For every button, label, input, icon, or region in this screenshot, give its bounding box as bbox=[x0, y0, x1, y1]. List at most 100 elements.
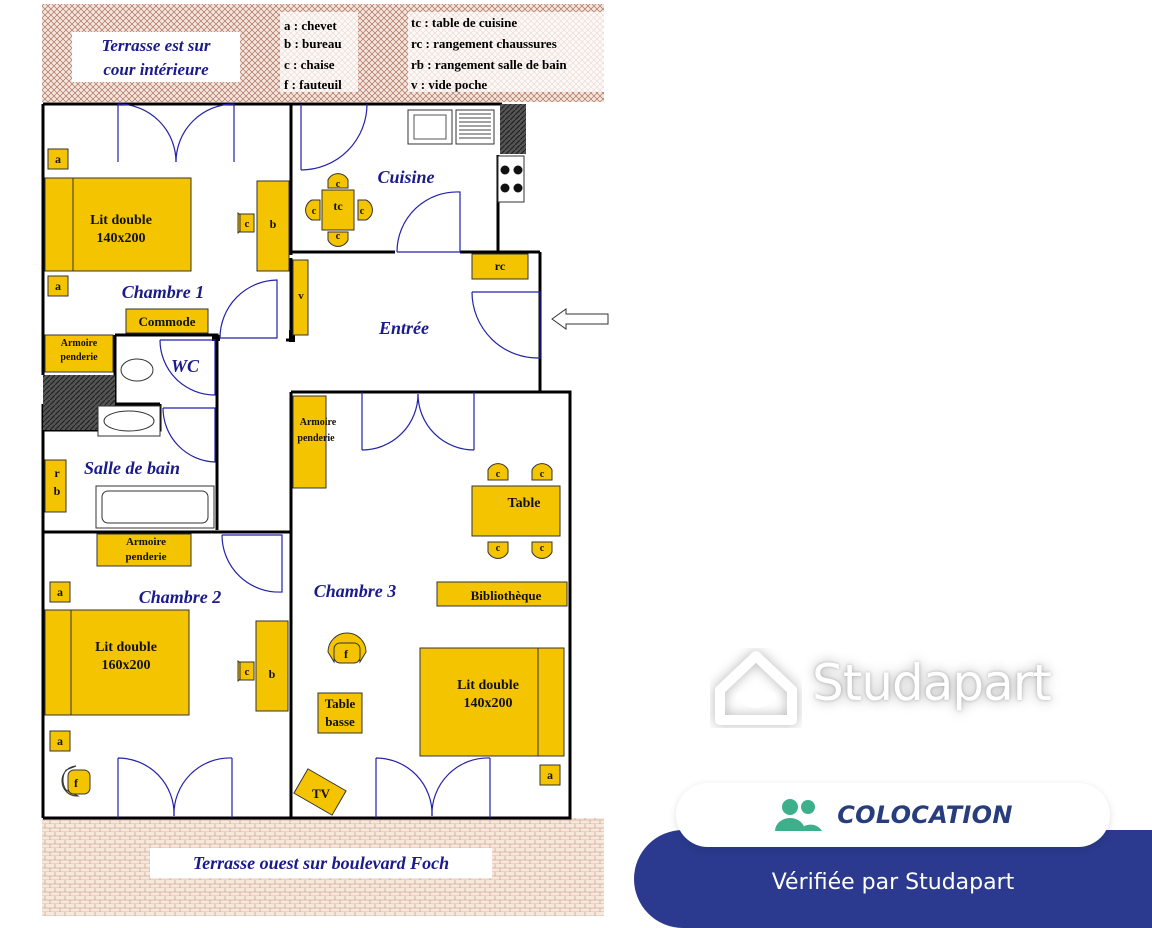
shoe-storage-label: rc bbox=[495, 259, 506, 273]
room-label-chambre-3: Chambre 3 bbox=[314, 581, 397, 601]
studapart-brand: Studapart bbox=[706, 646, 1086, 736]
doors bbox=[117, 103, 541, 818]
coffee-table-label-1: Table bbox=[325, 696, 356, 711]
chair-label: c bbox=[336, 179, 341, 190]
coffee-table-label-2: basse bbox=[325, 714, 355, 729]
wardrobe bbox=[96, 533, 192, 567]
legend-b: b : bureau bbox=[284, 36, 342, 51]
chair-label: c bbox=[540, 543, 545, 554]
users-icon bbox=[775, 799, 823, 831]
nightstand-label: a bbox=[55, 279, 61, 293]
wall-block bbox=[500, 104, 526, 154]
chair-label: c bbox=[360, 206, 365, 217]
armchair-label: f bbox=[74, 776, 79, 790]
commode bbox=[125, 308, 209, 334]
chair-label: c bbox=[496, 469, 501, 480]
wardrobe bbox=[292, 395, 327, 489]
armchair-label: f bbox=[344, 647, 349, 661]
chair-label: c bbox=[245, 666, 250, 678]
nightstand-label: a bbox=[57, 734, 63, 748]
room-label-cuisine: Cuisine bbox=[377, 167, 434, 187]
terrace-top-line2: cour intérieure bbox=[103, 60, 209, 79]
terrace-top-label-box bbox=[72, 32, 240, 82]
wall-block bbox=[289, 330, 295, 342]
house-smile-icon bbox=[715, 651, 797, 725]
nightstand bbox=[49, 581, 71, 603]
dining-table-label: Table bbox=[508, 496, 541, 511]
dining-table bbox=[471, 485, 561, 537]
chair-label: c bbox=[336, 231, 341, 242]
legend-f: f : fauteuil bbox=[284, 77, 342, 92]
desk bbox=[255, 620, 289, 712]
wardrobe-label-1: Armoire bbox=[61, 338, 98, 349]
bed-chambre-1-label-1: Lit double bbox=[90, 213, 152, 228]
toilet bbox=[120, 358, 154, 382]
colocation-badge: COLOCATION bbox=[676, 783, 1110, 847]
bathtub-inner bbox=[101, 490, 209, 524]
bed-chambre-2-label-2: 160x200 bbox=[102, 658, 151, 673]
room-label-wc: WC bbox=[171, 356, 200, 376]
legend-rb: rb : rangement salle de bain bbox=[411, 57, 567, 72]
legend-c: c : chaise bbox=[284, 57, 335, 72]
verified-text: Vérifiée par Studapart bbox=[771, 870, 1015, 895]
wardrobe-label-2: penderie bbox=[60, 352, 98, 363]
furniture bbox=[44, 148, 568, 816]
nightstand bbox=[539, 764, 561, 786]
nightstand bbox=[49, 730, 71, 752]
chair-label: c bbox=[245, 218, 250, 230]
chair-label: c bbox=[312, 206, 317, 217]
tv-label: TV bbox=[312, 786, 331, 801]
brand-name: Studapart bbox=[812, 654, 1052, 712]
bathroom-storage bbox=[44, 459, 67, 513]
colocation-label: COLOCATION bbox=[837, 801, 1013, 829]
kitchen-fixtures bbox=[407, 109, 525, 203]
desk-label: b bbox=[269, 667, 276, 681]
wardrobe-label-2: penderie bbox=[297, 433, 335, 444]
entry-arrow-icon bbox=[551, 308, 609, 330]
kitchen-table-label: tc bbox=[333, 199, 343, 213]
room-label-salle-de-bain: Salle de bain bbox=[84, 458, 180, 478]
terrace-bottom-label-box bbox=[150, 848, 492, 878]
nightstand-label: a bbox=[57, 585, 63, 599]
floor-plan: Terrasse est sur cour intérieure a : che… bbox=[41, 4, 609, 916]
nightstand bbox=[47, 148, 69, 170]
terrace-bottom-label: Terrasse ouest sur boulevard Foch bbox=[193, 853, 449, 873]
sink-basin bbox=[103, 410, 155, 432]
nightstand-label: a bbox=[547, 768, 553, 782]
tv bbox=[293, 768, 347, 816]
room-label-chambre-1: Chambre 1 bbox=[122, 282, 205, 302]
bed-chambre-2-label-1: Lit double bbox=[95, 640, 157, 655]
vide-poche-label: v bbox=[298, 290, 304, 302]
wardrobe-label-2: penderie bbox=[126, 551, 167, 563]
room-label-entree: Entrée bbox=[378, 318, 429, 338]
wardrobe-label-1: Armoire bbox=[300, 417, 337, 428]
bathroom-storage-label-r: r bbox=[54, 466, 60, 480]
room-label-chambre-2: Chambre 2 bbox=[139, 587, 222, 607]
legend-tc: tc : table de cuisine bbox=[411, 15, 517, 30]
terrace-top-line1: Terrasse est sur bbox=[102, 36, 211, 55]
desk bbox=[256, 180, 290, 272]
wall-block bbox=[212, 335, 220, 341]
legend: a : chevet b : bureau c : chaise f : fau… bbox=[280, 12, 604, 92]
bathroom-storage-label-b: b bbox=[54, 484, 61, 498]
chair-label: c bbox=[540, 469, 545, 480]
coffee-table bbox=[317, 692, 363, 734]
nightstand bbox=[47, 275, 69, 297]
desk-label: b bbox=[270, 217, 277, 231]
wardrobe-label-1: Armoire bbox=[126, 536, 166, 548]
bed-chambre-3-label-1: Lit double bbox=[457, 678, 519, 693]
bookshelf-label: Bibliothèque bbox=[471, 588, 542, 603]
wardrobe bbox=[44, 334, 114, 373]
bed-chambre-1-label-2: 140x200 bbox=[97, 231, 146, 246]
legend-a: a : chevet bbox=[284, 18, 337, 33]
commode-label: Commode bbox=[138, 314, 195, 329]
chairs bbox=[61, 173, 553, 797]
chair-label: c bbox=[496, 543, 501, 554]
legend-v: v : vide poche bbox=[411, 77, 487, 92]
bookshelf bbox=[436, 581, 568, 607]
nightstand-label: a bbox=[55, 152, 61, 166]
shoe-storage bbox=[471, 253, 529, 280]
bed-chambre-3-label-2: 140x200 bbox=[464, 696, 513, 711]
vide-poche bbox=[292, 259, 309, 336]
legend-rc: rc : rangement chaussures bbox=[411, 36, 557, 51]
